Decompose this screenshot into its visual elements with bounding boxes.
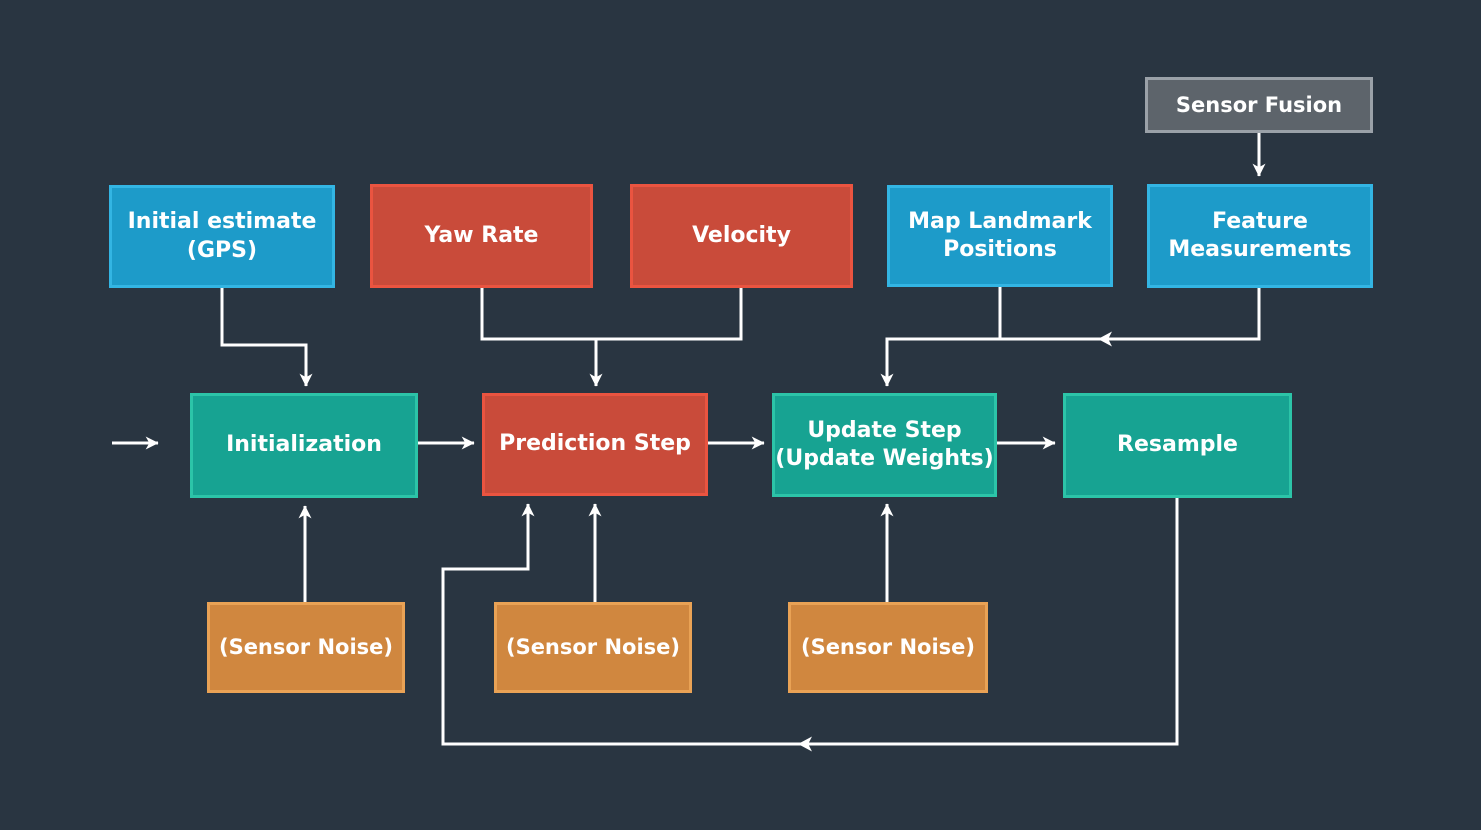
node-velocity: Velocity — [630, 184, 853, 288]
node-label: Map Landmark Positions — [908, 208, 1092, 262]
node-label: (Sensor Noise) — [218, 635, 394, 660]
node-label: Resample — [1117, 432, 1238, 458]
node-sensor-noise-3: (Sensor Noise) — [788, 602, 988, 693]
edge-gps-initialization — [220, 288, 313, 387]
node-label: Prediction Step — [499, 431, 691, 457]
merge-left-arrowhead — [1098, 331, 1112, 347]
node-label: Initial estimate (GPS) — [127, 209, 317, 263]
node-label: Update Step (Update Weights) — [775, 417, 994, 471]
node-initial-estimate-gps: Initial estimate (GPS) — [109, 185, 335, 288]
node-update-step: Update Step (Update Weights) — [772, 393, 997, 497]
node-initialization: Initialization — [190, 393, 418, 498]
edge-yawrate-velocity-merge — [480, 288, 743, 341]
node-prediction-step: Prediction Step — [482, 393, 708, 496]
node-label: Initialization — [226, 432, 382, 458]
node-label: (Sensor Noise) — [800, 635, 976, 660]
node-feature-measurements: Feature Measurements — [1147, 184, 1373, 288]
node-resample: Resample — [1063, 393, 1292, 498]
node-sensor-noise-1: (Sensor Noise) — [207, 602, 405, 693]
node-sensor-fusion: Sensor Fusion — [1145, 77, 1373, 133]
node-yaw-rate: Yaw Rate — [370, 184, 593, 288]
node-label: (Sensor Noise) — [505, 635, 681, 660]
feedback-left-arrowhead — [798, 736, 812, 752]
edge-resample-feedback — [441, 498, 1179, 746]
node-label: Yaw Rate — [424, 222, 539, 248]
node-label: Feature Measurements — [1168, 208, 1352, 262]
node-label: Sensor Fusion — [1175, 92, 1343, 117]
node-sensor-noise-2: (Sensor Noise) — [494, 602, 692, 693]
node-map-landmark-positions: Map Landmark Positions — [887, 185, 1113, 287]
node-label: Velocity — [692, 222, 791, 248]
edge-feature-update — [880, 288, 1261, 387]
